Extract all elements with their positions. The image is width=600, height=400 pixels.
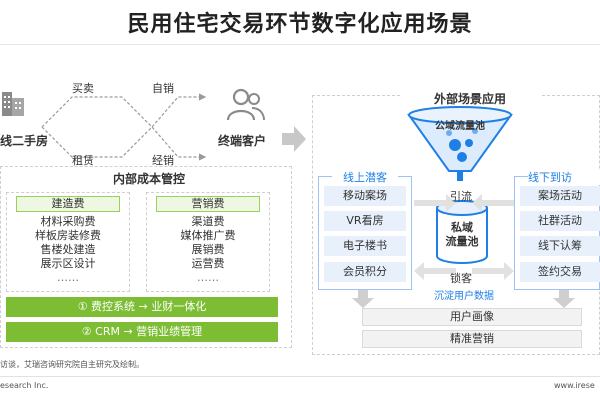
marketing-fee-item: 媒体推广费: [180, 229, 236, 242]
transaction-flow-arrows: [41, 93, 207, 161]
offline-item: 签约交易: [520, 262, 600, 282]
marketing-fee-item: 运营费: [191, 257, 225, 270]
down-arrow-icon: [352, 290, 374, 308]
offline-item: 案场活动: [520, 186, 600, 206]
construction-fee-item: 展示区设计: [40, 257, 96, 270]
private-pool-line1: 私域: [451, 221, 473, 234]
flow-arrows: [414, 194, 514, 280]
online-item: 移动案场: [324, 186, 406, 206]
flow-label-self-sale: 自销: [152, 82, 174, 95]
customer-icon: [226, 88, 265, 121]
cost-control-system-bar: ① 费控系统 → 业财一体化: [6, 297, 278, 317]
title-divider: [0, 44, 600, 45]
lock-customer-label: 锁客: [450, 272, 472, 285]
construction-fee-item: 材料采购费: [40, 215, 96, 228]
funnel-icon: [407, 106, 513, 181]
construction-fee-header: 建造费: [16, 196, 120, 212]
offline-visits-header: 线下到访: [528, 169, 600, 185]
company-name: esearch Inc.: [0, 381, 49, 390]
offline-item: 线下认筹: [520, 236, 600, 256]
construction-fee-item: 样板房装修费: [35, 229, 101, 242]
precision-marketing-box: 精准营销: [362, 330, 582, 348]
user-profile-box: 用户画像: [362, 308, 582, 326]
construction-fee-group: [6, 192, 130, 292]
public-pool-label: 公域流量池: [435, 121, 485, 132]
crm-bar: ② CRM → 营销业绩管理: [6, 322, 278, 342]
marketing-fee-header: 营销费: [156, 196, 260, 212]
building-icon: [2, 92, 24, 116]
flow-label-buy-sell: 买卖: [72, 82, 94, 95]
marketing-fee-item: 展销费: [191, 243, 225, 256]
construction-fee-item: ……: [57, 271, 79, 284]
marketing-fee-item: ……: [197, 271, 219, 284]
company-url: www.irese: [554, 381, 595, 390]
user-data-label: 沉淀用户数据: [434, 291, 494, 302]
online-item: VR看房: [324, 211, 406, 231]
source-note: 访谈，艾瑞咨询研究院自主研究及绘制。: [0, 360, 144, 369]
internal-cost-title: 内部成本管控: [112, 172, 185, 186]
flow-label-distribution: 经销: [152, 154, 174, 167]
construction-fee-item: 售楼处建造: [40, 243, 96, 256]
online-item: 电子楼书: [324, 236, 406, 256]
footer-divider: [0, 376, 600, 377]
second-hand-house-label: 线二手房: [0, 134, 49, 148]
external-scenario-title: 外部场景应用: [400, 90, 540, 107]
right-arrow-icon: [282, 126, 306, 152]
marketing-fee-item: 渠道费: [191, 215, 225, 228]
online-prospects-header: 线上潜客: [332, 169, 398, 185]
online-item: 会员积分: [324, 262, 406, 282]
marketing-fee-group: [146, 192, 270, 292]
private-pool-line2: 流量池: [445, 235, 479, 248]
traffic-guide-label: 引流: [450, 190, 472, 203]
offline-item: 社群活动: [520, 211, 600, 231]
down-arrow-icon: [553, 290, 575, 308]
terminal-customer-label: 终端客户: [218, 134, 267, 148]
page-title: 民用住宅交易环节数字化应用场景: [127, 12, 473, 37]
flow-label-rent: 租赁: [72, 154, 94, 167]
internal-cost-panel: [0, 166, 292, 348]
